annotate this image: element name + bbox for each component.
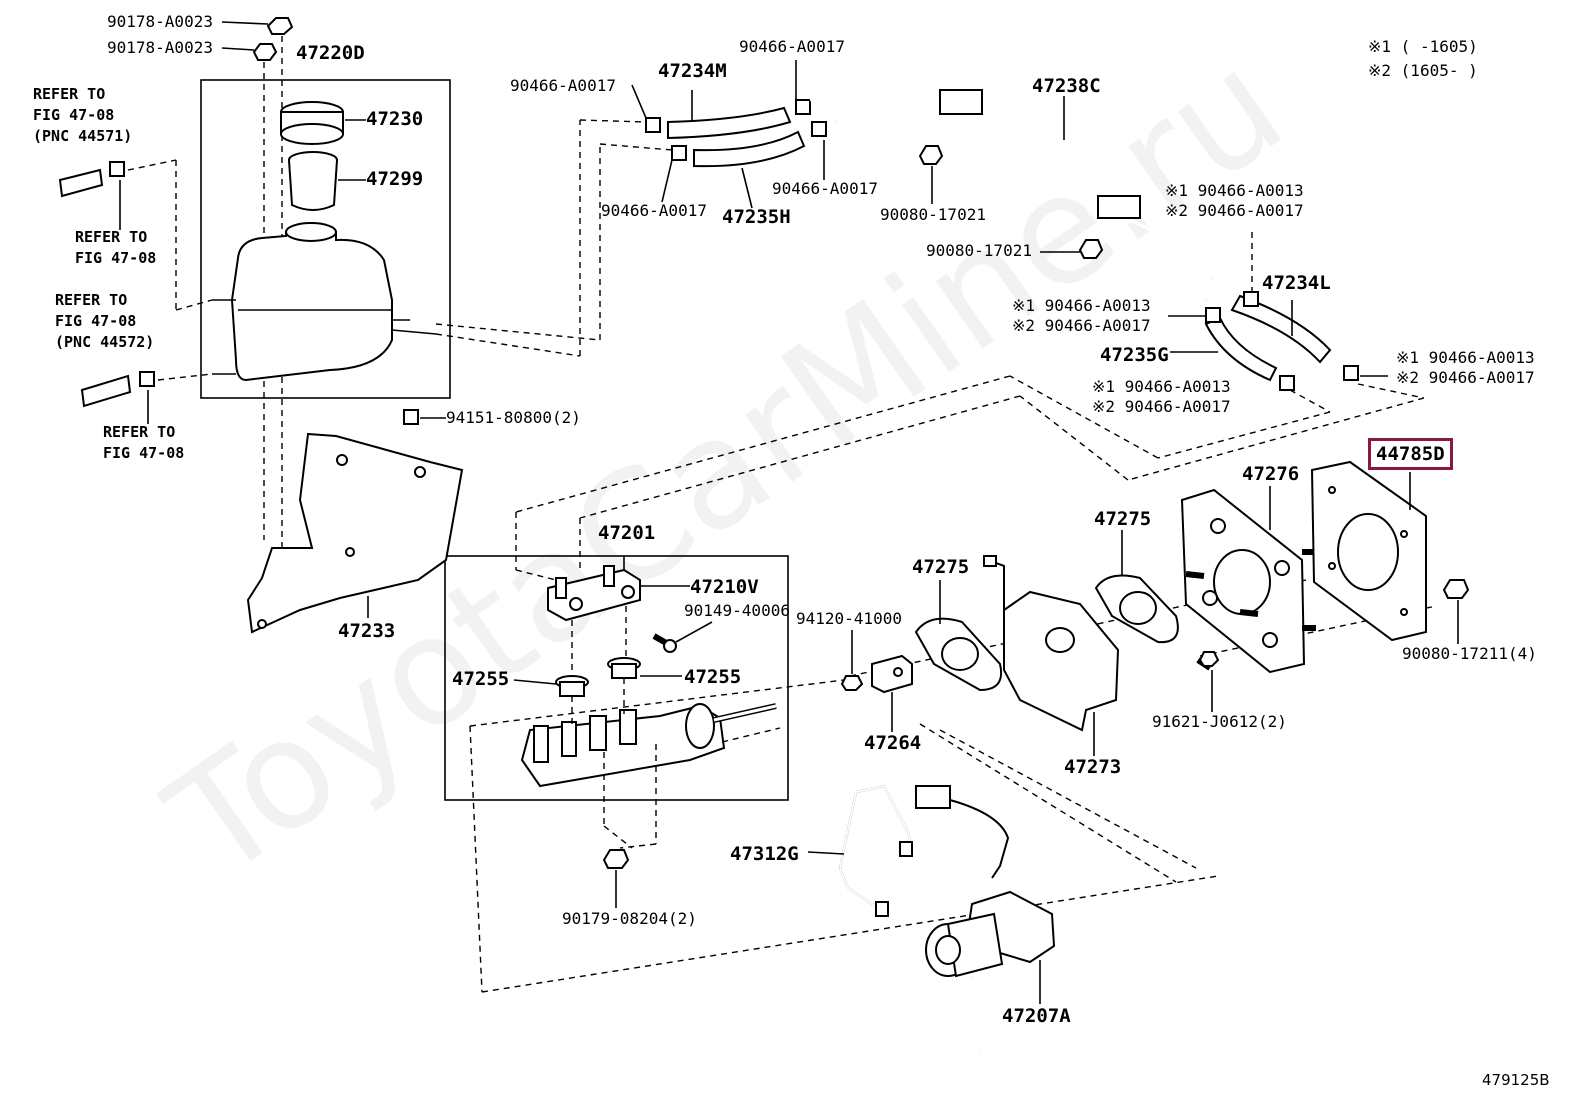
reservoir-group-frame — [200, 79, 451, 399]
label-47275-left: 47275 — [912, 556, 970, 578]
refer-text-1: REFER TO FIG 47-08 (PNC 44571) — [33, 84, 132, 147]
grommet-94151 — [403, 409, 419, 425]
label-47238c: 47238C — [1032, 75, 1101, 97]
master-cylinder — [520, 703, 777, 788]
label-90466-top: 90466-A0017 — [739, 37, 845, 56]
label-47312g: 47312G — [730, 843, 799, 865]
label-n3a: ※1 90466-A0013 — [1396, 348, 1535, 367]
cap-47230 — [280, 101, 344, 145]
hose-ref-upper — [58, 161, 125, 198]
hose-47235g — [1204, 307, 1295, 391]
label-47275-right: 47275 — [1094, 508, 1152, 530]
assembly-47207a — [925, 890, 1056, 1051]
label-47276: 47276 — [1242, 463, 1300, 485]
label-90466-bottom: 90466-A0017 — [601, 201, 707, 220]
label-90149: 90149-40006 — [684, 601, 790, 620]
refer-1-line3: (PNC 44571) — [33, 127, 133, 145]
label-90080-a: 90080-17021 — [880, 205, 986, 224]
hose-47235h — [671, 121, 827, 168]
nut-94120 — [840, 675, 864, 691]
label-47273: 47273 — [1064, 756, 1122, 778]
label-47255-left: 47255 — [452, 668, 510, 690]
refer-4-line2: FIG 47-08 — [103, 444, 185, 462]
label-n4b: ※2 90466-A0017 — [1092, 397, 1231, 416]
refer-text-4: REFER TO FIG 47-08 — [103, 422, 184, 464]
label-47234m: 47234M — [658, 60, 727, 82]
hose-ref-lower — [80, 371, 155, 408]
label-47220d: 47220D — [296, 42, 365, 64]
clip-90080-a — [918, 145, 944, 165]
label-n2b: ※2 90466-A0017 — [1012, 316, 1151, 335]
refer-text-2: REFER TO FIG 47-08 — [75, 227, 156, 269]
label-47201: 47201 — [598, 522, 656, 544]
label-94151: 94151-80800(2) — [446, 408, 581, 427]
refer-4-line1: REFER TO — [103, 423, 176, 441]
refer-3-line2: FIG 47-08 — [55, 312, 137, 330]
note-1: ※1 ( -1605) — [1368, 37, 1478, 56]
hose-47234l — [1230, 291, 1359, 381]
label-47210v: 47210V — [690, 576, 759, 598]
label-47233: 47233 — [338, 620, 396, 642]
plate-47276 — [1180, 488, 1316, 674]
bolt-91621 — [1196, 651, 1220, 671]
label-90179: 90179-08204(2) — [562, 909, 697, 928]
gasket-47275-right — [1094, 574, 1179, 644]
grommet-47255-left — [555, 675, 589, 697]
refer-1-line2: FIG 47-08 — [33, 106, 115, 124]
nut-90179 — [602, 849, 630, 869]
bracket-47233 — [246, 432, 464, 634]
strainer-47299 — [288, 151, 338, 211]
diagram-code: 479125B — [1482, 1071, 1550, 1089]
refer-3-line1: REFER TO — [55, 291, 128, 309]
label-94120: 94120-41000 — [796, 609, 902, 628]
refer-3-line3: (PNC 44572) — [55, 333, 155, 351]
label-47235h: 47235H — [722, 206, 791, 228]
refer-1-line1: REFER TO — [33, 85, 106, 103]
refer-text-3: REFER TO FIG 47-08 (PNC 44572) — [55, 290, 154, 353]
label-90466-left: 90466-A0017 — [510, 76, 616, 95]
hose-47234m — [645, 99, 811, 140]
grommet-47255-right — [607, 657, 641, 679]
note-2: ※2 (1605- ) — [1368, 61, 1478, 80]
label-n3b: ※2 90466-A0017 — [1396, 368, 1535, 387]
label-n4a: ※1 90466-A0013 — [1092, 377, 1231, 396]
label-90178-a: 90178-A0023 — [107, 12, 213, 31]
gasket-44785d — [1310, 460, 1427, 642]
label-47255-right: 47255 — [684, 666, 742, 688]
line-47312g — [839, 784, 913, 917]
label-90080-17211: 90080-17211(4) — [1402, 644, 1537, 663]
label-90080-b: 90080-17021 — [926, 241, 1032, 260]
label-47264: 47264 — [864, 732, 922, 754]
reservoir-tank — [212, 222, 437, 382]
label-47299: 47299 — [366, 168, 424, 190]
clevis-47264 — [871, 654, 913, 694]
label-90178-b: 90178-A0023 — [107, 38, 213, 57]
master-cylinder-group-frame — [444, 555, 789, 801]
label-47235g: 47235G — [1100, 344, 1169, 366]
label-47234l: 47234L — [1262, 272, 1331, 294]
label-n2a: ※1 90466-A0013 — [1012, 296, 1151, 315]
label-91621: 91621-J0612(2) — [1152, 712, 1287, 731]
nut-90178-top — [252, 17, 294, 61]
label-90466-right: 90466-A0017 — [772, 179, 878, 198]
label-47207a: 47207A — [1002, 1005, 1071, 1027]
refer-2-line2: FIG 47-08 — [75, 249, 157, 267]
label-47230: 47230 — [366, 108, 424, 130]
bolt-90149 — [652, 633, 677, 653]
nut-90080-17211 — [1442, 579, 1470, 599]
label-44785d-highlighted[interactable]: 44785D — [1368, 438, 1453, 470]
label-n1b: ※2 90466-A0017 — [1165, 201, 1304, 220]
bracket-47273 — [983, 555, 1120, 732]
gasket-47275-left — [914, 617, 1002, 692]
label-n1a: ※1 90466-A0013 — [1165, 181, 1304, 200]
refer-2-line1: REFER TO — [75, 228, 148, 246]
sensor-wire — [915, 785, 1010, 879]
clip-90080-b — [1078, 239, 1104, 259]
